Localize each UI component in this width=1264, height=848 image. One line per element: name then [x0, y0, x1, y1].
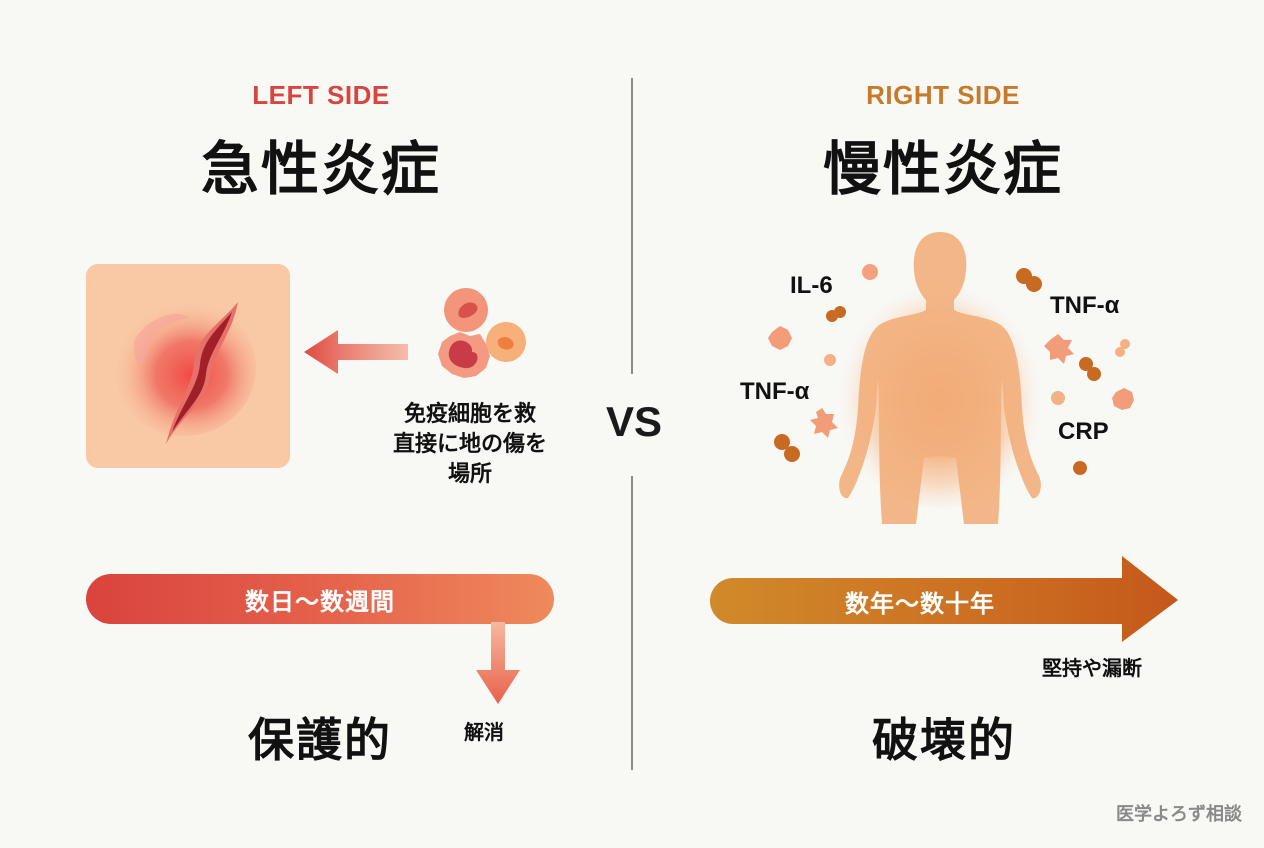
wound-illustration	[86, 264, 290, 468]
right-title: 慢性炎症	[822, 135, 1063, 203]
center-divider-bottom	[631, 476, 633, 770]
acute-outcome: 保護的	[248, 713, 392, 767]
caption-line-1: 免疫細胞を救	[403, 402, 536, 427]
cytokine-label-crp: CRP	[1058, 418, 1109, 445]
cytokine-particles-icon	[768, 264, 1134, 475]
caption-line-2: 直接に地の傷を	[392, 432, 547, 457]
footer-brand: 医学よろず相談	[1116, 804, 1242, 825]
vs-label: VS	[605, 398, 663, 445]
wound-icon	[112, 300, 256, 444]
cytokine-label-il6: IL-6	[790, 272, 833, 299]
chronic-outcome: 破壊的	[872, 713, 1016, 767]
center-divider-top	[631, 78, 633, 374]
chronic-duration-arrow-icon	[710, 556, 1178, 642]
body-silhouette-icon	[835, 232, 1045, 524]
immune-cells-icon	[438, 288, 526, 378]
cytokine-label-tnf-alpha-right: TNF-α	[1050, 292, 1120, 319]
left-title: 急性炎症	[200, 135, 441, 203]
cytokine-label-tnf-alpha-left: TNF-α	[740, 378, 810, 405]
resolution-down-arrow-icon	[476, 622, 520, 704]
left-side-label: LEFT SIDE	[252, 80, 390, 110]
acute-duration-bar: 数日〜数週間	[86, 574, 554, 624]
immune-cells-caption: 免疫細胞を救 直接に地の傷を 場所	[360, 400, 580, 490]
right-side-label: RIGHT SIDE	[866, 80, 1020, 110]
chronic-duration-label: 数年〜数十年	[845, 589, 995, 618]
resolution-label: 解消	[464, 720, 504, 744]
left-arrow-icon	[304, 330, 408, 374]
caption-line-3: 場所	[447, 462, 492, 487]
persistence-label: 堅持や漏断	[1042, 656, 1142, 680]
